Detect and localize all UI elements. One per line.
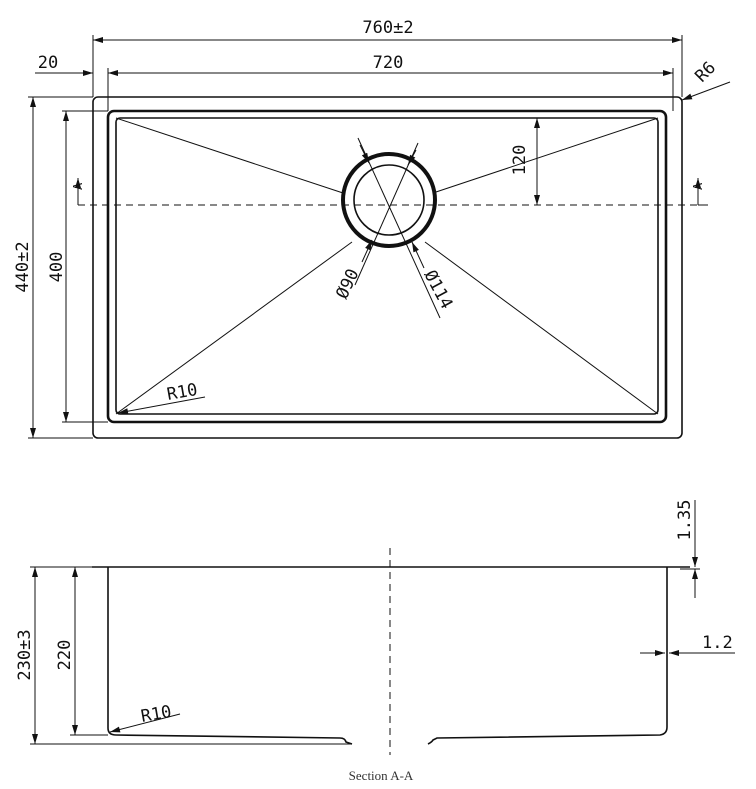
section-mark-right: A: [691, 182, 705, 190]
outer-radius-label: R6: [691, 58, 720, 87]
bowl-profile: [107, 567, 668, 745]
sink-outline: [92, 96, 683, 439]
wall-thickness-label: 1.2: [702, 633, 733, 653]
overall-height-label: 230±3: [15, 629, 35, 680]
bowl-width-label: 720: [373, 53, 404, 73]
top-view: Ø90 Ø114 A A 760±2 720 20 R6 440±2 400: [13, 18, 731, 439]
section-caption: Section A-A: [349, 768, 414, 783]
slope-lines: [115, 117, 659, 415]
flange-label: 20: [38, 53, 58, 73]
bowl-depth-label: 400: [47, 252, 67, 283]
bowl-radius-label: R10: [165, 380, 199, 405]
section-view: 230±3 220 1.35 1.2 R10 Section A-A: [15, 500, 735, 783]
flange-thickness-label: 1.35: [675, 500, 695, 541]
bowl-height-label: 220: [55, 640, 75, 671]
overall-depth-label: 440±2: [13, 241, 33, 292]
section-radius-label: R10: [139, 702, 173, 727]
drain-outer: [341, 152, 437, 248]
drain-dim-line: [357, 137, 441, 319]
bowl-outline: [106, 109, 668, 424]
section-mark-left: A: [71, 182, 85, 190]
drain-offset-label: 120: [510, 145, 530, 176]
drain-inner-label: Ø90: [332, 266, 363, 302]
drain-dim-line: [354, 142, 419, 286]
drain-outer-label: Ø114: [420, 267, 457, 313]
drain-inner: [353, 164, 425, 236]
bowl-inner-outline: [115, 117, 659, 415]
overall-width-label: 760±2: [362, 18, 413, 38]
